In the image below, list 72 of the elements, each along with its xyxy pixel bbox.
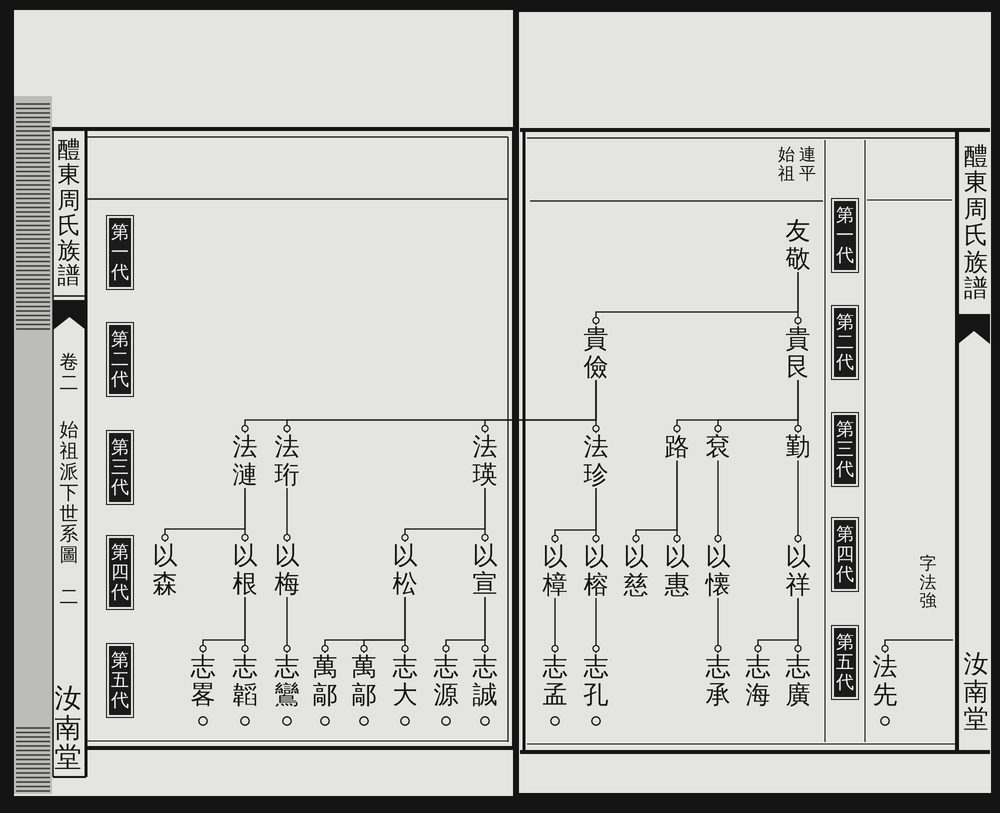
generation-label: 第五代 (106, 643, 134, 718)
person-name: 勤 (786, 433, 810, 460)
generation-label: 第二代 (106, 322, 134, 398)
generation-label: 第三代 (831, 412, 859, 488)
generation-label: 第一代 (831, 198, 859, 274)
person-name: 以宣 (472, 542, 498, 597)
person-name: 志承 (706, 653, 730, 708)
generation-label: 第一代 (106, 215, 134, 290)
person-name: 法瑛 (472, 433, 498, 488)
person-name: 以梅 (274, 542, 300, 597)
book-title: 醴東周氏族譜 (964, 143, 988, 302)
person-name: 路 (664, 433, 690, 460)
person-name: 以根 (232, 542, 258, 597)
lineage-line (714, 460, 722, 543)
hall-name: 汝南堂 (54, 684, 82, 774)
generation-label: 第四代 (831, 517, 859, 592)
lineage-line (673, 380, 799, 433)
generation-label: 第三代 (106, 430, 134, 506)
person-name: 以樟 (542, 543, 568, 598)
person-name: 以慈 (624, 543, 648, 598)
person-name: 法珍 (584, 433, 608, 488)
person-name: 志誠 (472, 653, 498, 708)
page-number: 二 (60, 587, 78, 608)
person-name: 以松 (392, 542, 418, 597)
lineage-line (714, 598, 722, 653)
lineage-line (283, 488, 291, 542)
lineage-line (551, 488, 597, 543)
person-name: 志孔 (584, 653, 608, 708)
lineage-line (881, 639, 953, 653)
person-name: 法珩 (274, 433, 300, 488)
lineage-line (321, 597, 406, 653)
person-name: 袞 (706, 433, 730, 460)
person-name: 志孟 (542, 653, 568, 708)
person-name: 以懐 (706, 543, 730, 598)
generation-label: 第五代 (831, 625, 859, 700)
lineage-line (199, 597, 246, 653)
lineage-line (794, 460, 802, 543)
hall-name: 汝南堂 (964, 650, 988, 732)
person-name: 萬鄗 (352, 653, 376, 708)
person-name: 志畧 (190, 653, 216, 708)
book-title: 醴東周氏族譜 (58, 138, 80, 290)
lineage-line (754, 598, 799, 653)
person-name: 法先 (872, 653, 898, 708)
lineage-line (551, 598, 559, 653)
lineage-line (592, 272, 799, 325)
person-name: 志源 (434, 653, 458, 708)
volume-number: 卷二 (60, 352, 78, 394)
courtesy-name-note: 字法強 (920, 555, 936, 612)
chapter-title: 始祖派下世系圖 (60, 420, 78, 566)
person-name: 志海 (746, 653, 770, 708)
person-name: 志韜 (232, 653, 258, 708)
person-name: 以祥 (786, 543, 810, 598)
lineage-line (442, 597, 486, 653)
person-name: 貴艮 (786, 325, 810, 380)
person-name: 以惠 (664, 543, 690, 598)
person-name: 志鸞 (274, 653, 300, 708)
lineage-line (592, 598, 600, 653)
person-name: 以森 (152, 542, 178, 597)
person-name: 以榕 (584, 543, 608, 598)
person-name: 貴儉 (584, 325, 608, 380)
person-name: 萬鄗 (312, 653, 338, 708)
lineage-line (161, 488, 246, 542)
ancestor-note: 連平始祖 (778, 146, 816, 184)
person-name: 志大 (392, 653, 418, 708)
person-name: 法漣 (232, 433, 258, 488)
lineage-line (283, 597, 291, 653)
generation-label: 第二代 (831, 305, 859, 380)
lineage-line (401, 488, 486, 542)
person-name: 友敬 (786, 217, 810, 272)
generation-label: 第四代 (106, 535, 134, 610)
person-name: 志廣 (786, 653, 810, 708)
lineage-line (632, 460, 678, 543)
